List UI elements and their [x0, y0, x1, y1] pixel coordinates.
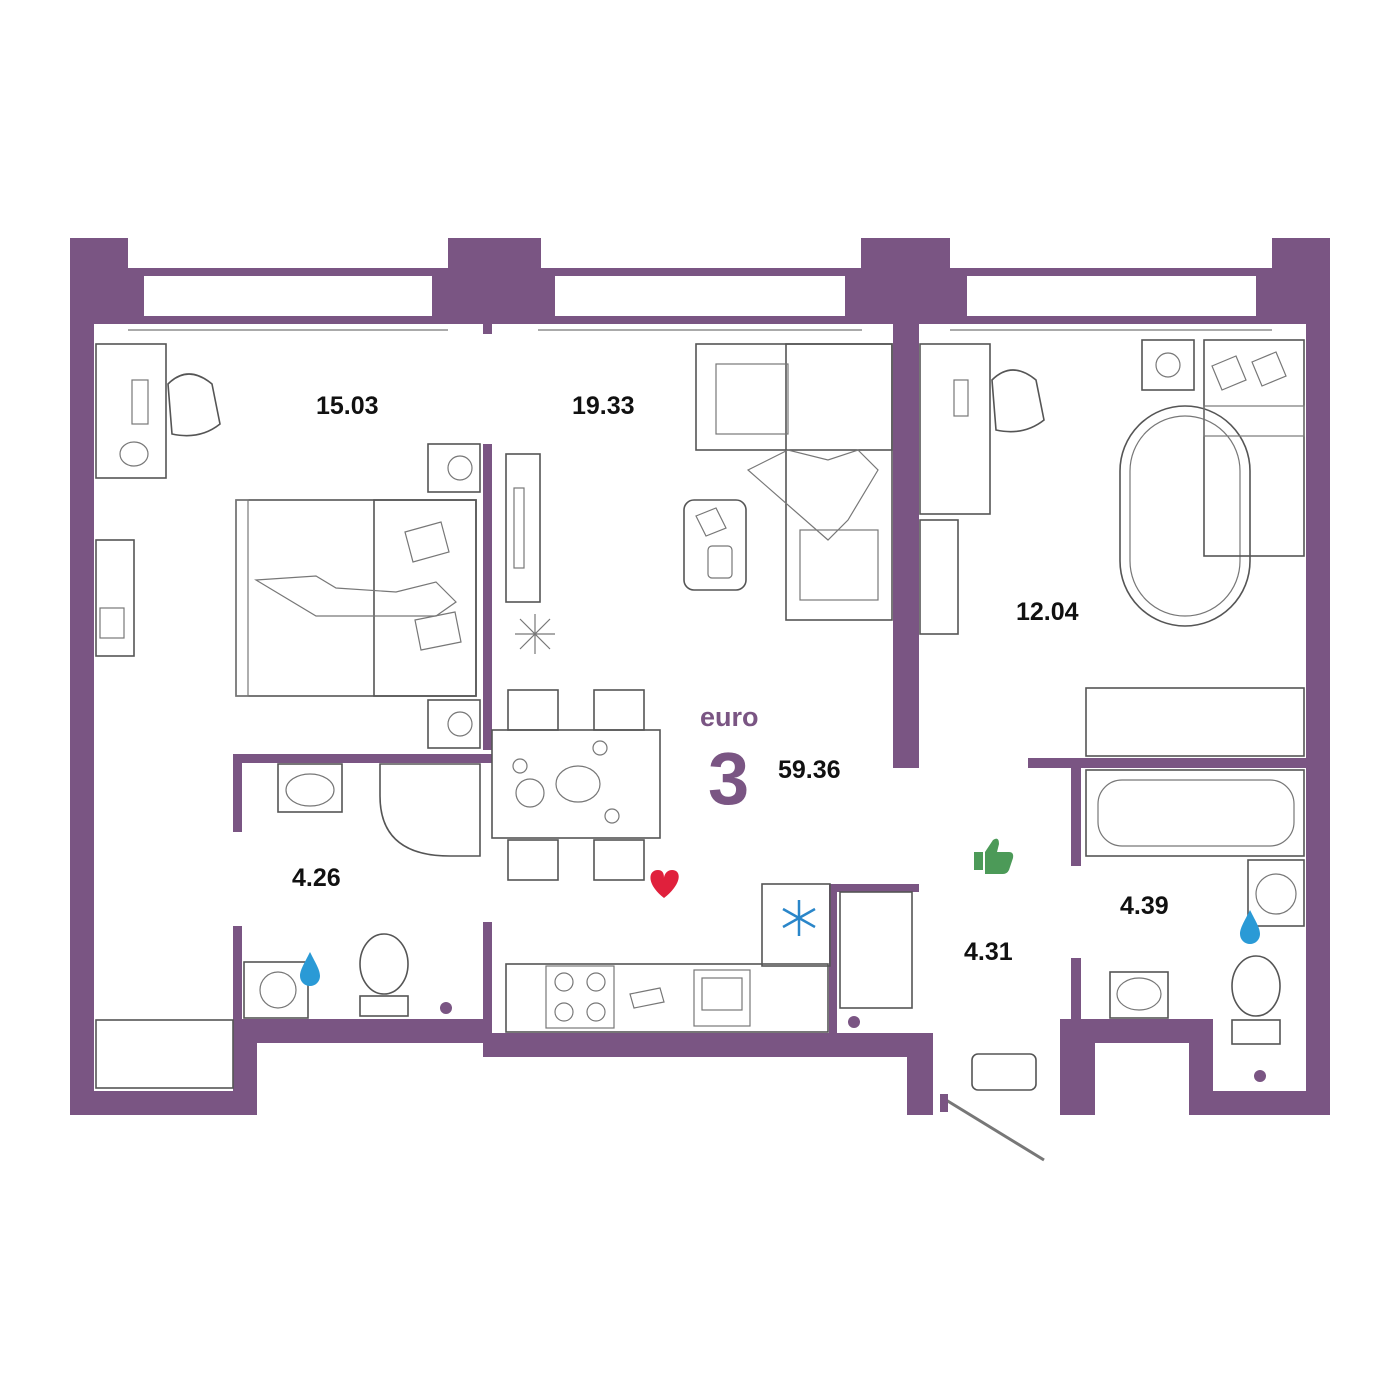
left-bathroom-fixtures: [243, 763, 481, 1019]
heart-icon: [650, 870, 679, 898]
right-bedroom-furniture: [919, 339, 1305, 757]
water-drop-icon-right: [1240, 910, 1260, 944]
water-drop-icon: [300, 952, 320, 986]
area-hallway: 4.31: [964, 938, 1013, 966]
area-bathroom-left: 4.26: [292, 864, 341, 892]
area-total: 59.36: [778, 756, 841, 784]
area-living-room: 19.33: [572, 392, 635, 420]
thumbs-up-icon: [974, 838, 1014, 874]
rooms-count: 3: [708, 737, 749, 820]
right-bathroom-fixtures: [1085, 769, 1305, 1082]
walls: [70, 238, 1330, 1115]
left-bedroom-furniture: [95, 343, 481, 1089]
area-bedroom-right: 12.04: [1016, 598, 1079, 626]
apartment-type-label: euro: [700, 702, 759, 732]
snowflake-icon: [782, 900, 816, 936]
living-furniture: [491, 343, 893, 1033]
hallway-fixtures: [839, 891, 1045, 1162]
area-bathroom-right: 4.39: [1120, 892, 1169, 920]
area-bedroom-left: 15.03: [316, 392, 379, 420]
